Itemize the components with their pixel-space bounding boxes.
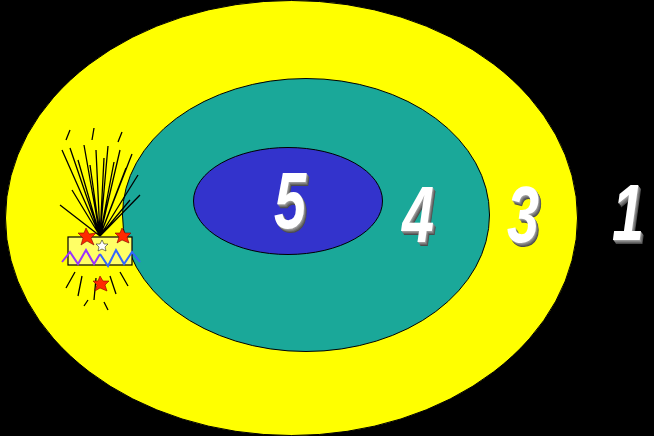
region-ellipse: 345 <box>5 0 578 436</box>
region-ellipse: 5 <box>193 147 383 255</box>
callout-number: 1 <box>612 173 644 253</box>
region-ellipse: 45 <box>122 78 490 352</box>
region-number: 4 <box>402 175 434 255</box>
region-number: 5 <box>274 161 306 241</box>
region-number: 3 <box>507 175 539 255</box>
